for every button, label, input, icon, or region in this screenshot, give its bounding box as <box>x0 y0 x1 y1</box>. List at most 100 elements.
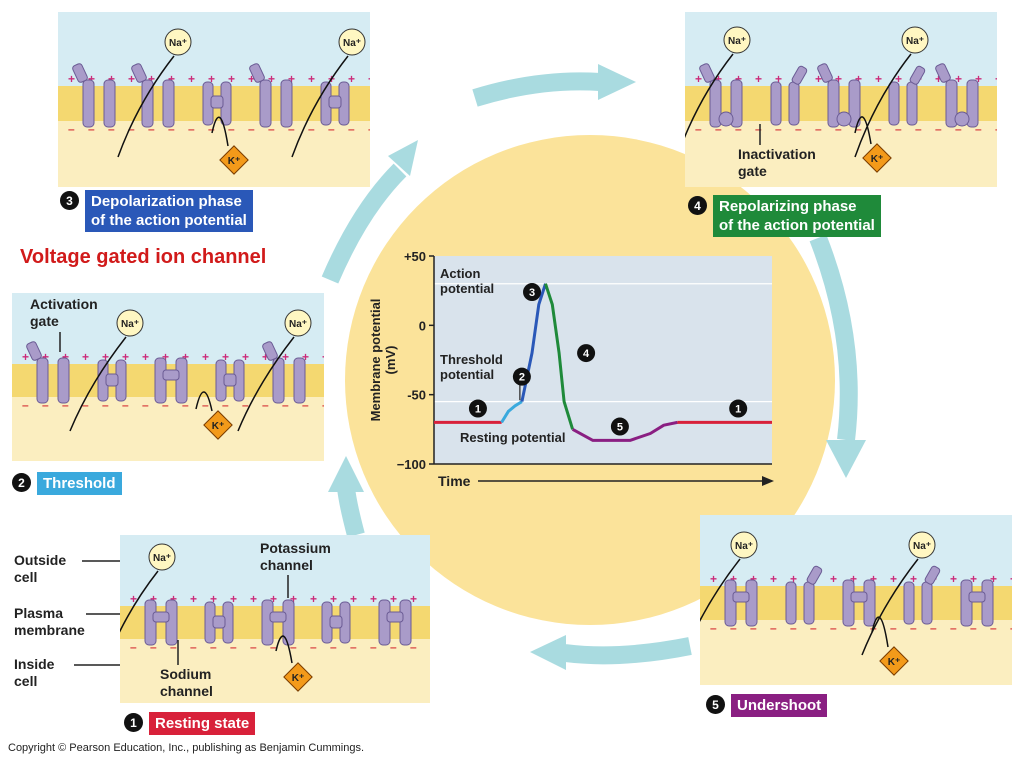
svg-text:–: – <box>122 398 129 412</box>
svg-text:Na⁺: Na⁺ <box>728 36 746 47</box>
svg-text:–: – <box>222 398 229 412</box>
svg-text:+: + <box>102 350 109 364</box>
svg-text:–: – <box>368 122 370 136</box>
step-number-badge: 5 <box>706 695 725 714</box>
svg-text:4: 4 <box>583 348 590 360</box>
sodium-ion-icon: Na⁺ <box>908 531 936 559</box>
svg-text:–: – <box>22 398 29 412</box>
svg-text:+: + <box>142 350 149 364</box>
svg-text:+: + <box>42 350 49 364</box>
svg-text:+: + <box>22 350 29 364</box>
step-label-text: Depolarization phase of the action poten… <box>85 190 253 232</box>
ion-flow-arrows <box>117 55 349 158</box>
step-number-badge: 4 <box>688 196 707 215</box>
svg-text:–: – <box>390 640 397 654</box>
membrane-potential-curve-phase-5 <box>571 420 678 442</box>
sodium-ion-icon: Na⁺ <box>901 26 929 54</box>
svg-text:–: – <box>188 122 195 136</box>
phase-marker-3: 3 <box>523 283 542 302</box>
svg-text:1: 1 <box>475 404 481 416</box>
intracellular-region <box>12 397 324 461</box>
svg-text:Na⁺: Na⁺ <box>906 36 924 47</box>
svg-text:+: + <box>62 350 69 364</box>
svg-text:+: + <box>150 592 157 606</box>
svg-text:+: + <box>870 572 877 586</box>
svg-text:Na⁺: Na⁺ <box>121 319 139 330</box>
svg-text:+: + <box>970 572 977 586</box>
svg-text:+: + <box>715 72 722 86</box>
membrane-illustration: ++++++++++++++++––––––––––––––––Na⁺Na⁺K⁺ <box>685 12 997 187</box>
sodium-channel <box>724 579 758 627</box>
sodium-ion-icon: Na⁺ <box>148 543 176 571</box>
potassium-channel <box>903 565 941 625</box>
sodium-channel <box>131 63 175 128</box>
potassium-channel <box>202 81 232 126</box>
svg-text:–: – <box>1010 621 1012 635</box>
activation-gate <box>152 611 170 623</box>
svg-text:–: – <box>202 398 209 412</box>
svg-text:+: + <box>750 572 757 586</box>
extracellular-region <box>120 535 430 606</box>
svg-text:–: – <box>322 398 324 412</box>
svg-text:–: – <box>42 398 49 412</box>
activation-gate <box>26 341 42 361</box>
svg-text:–: – <box>190 640 197 654</box>
svg-text:+: + <box>230 592 237 606</box>
svg-text:–: – <box>950 621 957 635</box>
svg-text:–: – <box>730 621 737 635</box>
intracellular-region <box>700 620 1012 685</box>
svg-text:+: + <box>370 592 377 606</box>
svg-text:K⁺: K⁺ <box>871 154 884 165</box>
svg-text:5: 5 <box>617 422 623 434</box>
cycle-arrow-2-to-3 <box>321 163 407 284</box>
cycle-arrow-3-to-4-head <box>598 64 636 100</box>
cycle-arrow-3-to-4 <box>472 72 601 107</box>
svg-text:+: + <box>268 72 275 86</box>
step-label-text: Undershoot <box>731 694 828 717</box>
svg-text:+: + <box>815 72 822 86</box>
svg-text:–: – <box>248 122 255 136</box>
extracellular-region <box>58 12 370 86</box>
svg-text:–: – <box>715 122 722 136</box>
svg-text:–: – <box>990 621 997 635</box>
svg-text:2: 2 <box>519 372 525 384</box>
svg-text:+: + <box>995 72 997 86</box>
svg-text:K⁺: K⁺ <box>888 657 901 668</box>
svg-text:+: + <box>208 72 215 86</box>
svg-text:+: + <box>790 572 797 586</box>
copyright-notice: Copyright © Pearson Education, Inc., pub… <box>8 742 365 754</box>
membrane-illustration: +++++++++++++++–––––––––––––––Na⁺K⁺ <box>120 535 430 703</box>
svg-text:–: – <box>370 640 377 654</box>
sodium-channel <box>72 63 116 128</box>
svg-text:+: + <box>955 72 962 86</box>
svg-text:–: – <box>308 122 315 136</box>
outside-cell-label: Outside cell <box>14 552 67 585</box>
inactivation-gate <box>836 111 852 127</box>
svg-text:–: – <box>310 640 317 654</box>
svg-text:–: – <box>162 398 169 412</box>
svg-text:–: – <box>695 122 702 136</box>
svg-text:+: + <box>695 72 702 86</box>
panel-undershoot: ++++++++++++++++––––––––––––––––Na⁺Na⁺K⁺ <box>700 515 1012 685</box>
svg-text:+: + <box>282 350 289 364</box>
svg-text:–: – <box>210 640 217 654</box>
svg-text:–: – <box>102 398 109 412</box>
ion-flow-arrows <box>120 570 293 664</box>
svg-text:–: – <box>890 621 897 635</box>
svg-text:+: + <box>875 72 882 86</box>
svg-text:+: + <box>162 350 169 364</box>
panel-depolarization: ++++++++++++++++––––––––––––––––Na⁺Na⁺K⁺ <box>58 12 370 187</box>
intracellular-region <box>58 121 370 187</box>
y-tick-label: 0 <box>419 318 426 333</box>
svg-text:–: – <box>735 122 742 136</box>
membrane-potential-curve-phase-4 <box>544 283 575 430</box>
svg-text:–: – <box>290 640 297 654</box>
sodium-channel <box>378 599 412 646</box>
svg-text:–: – <box>150 640 157 654</box>
svg-text:–: – <box>108 122 115 136</box>
svg-text:–: – <box>810 621 817 635</box>
y-tick-label: −100 <box>397 457 426 472</box>
svg-text:+: + <box>735 72 742 86</box>
